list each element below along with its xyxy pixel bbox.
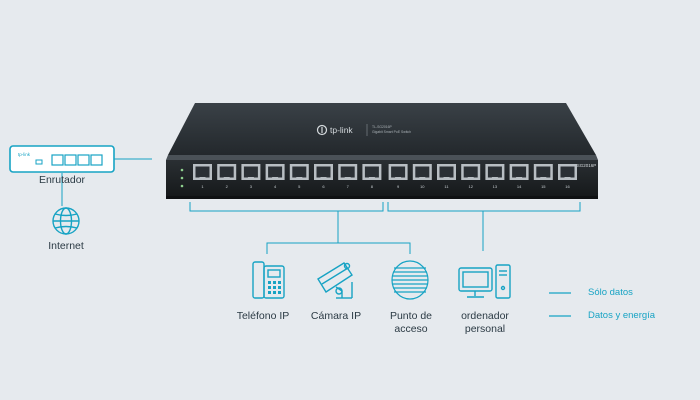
switch-port-1: 1 — [193, 164, 212, 189]
switch-port-number: 3 — [250, 184, 253, 189]
switch-model-line2: Gigabit Smart PoE Switch — [372, 130, 411, 134]
poe-bracket — [387, 202, 581, 212]
router-label: Enrutador — [38, 174, 86, 186]
switch-port-16: 16 — [558, 164, 577, 189]
switch-port-number: 7 — [347, 184, 350, 189]
switch-port-number: 2 — [226, 184, 229, 189]
switch-port-number: 15 — [541, 184, 546, 189]
switch-port-number: 13 — [493, 184, 498, 189]
switch-port-12: 12 — [461, 164, 481, 189]
switch-port-5: 5 — [289, 164, 309, 189]
switch-port-4: 4 — [265, 164, 285, 189]
switch-brand: tp-link — [330, 125, 353, 135]
switch-port-6: 6 — [314, 164, 333, 189]
switch-port-7: 7 — [338, 164, 358, 189]
switch-port-9: 9 — [388, 164, 408, 189]
computer-label: ordenador personal — [445, 310, 525, 336]
access-point-icon — [391, 260, 429, 300]
legend-data-and-power-label: Datos y energía — [588, 310, 656, 321]
ip-phone-icon — [252, 261, 285, 299]
ip-camera-icon — [317, 262, 353, 299]
switch-model-line1: TL-SG2016P — [372, 125, 393, 129]
switch-port-8: 8 — [362, 164, 382, 189]
ip-camera-label: Cámara IP — [310, 310, 362, 322]
switch-port-3: 3 — [241, 164, 261, 189]
switch-port-number: 6 — [322, 184, 325, 189]
access-point-label-line1: Punto de — [389, 310, 433, 322]
switch-port-11: 11 — [437, 164, 456, 189]
switch-port-number: 16 — [565, 184, 570, 189]
switch-port-number: 14 — [517, 184, 522, 189]
data-only-bracket — [189, 202, 384, 212]
switch-port-15: 15 — [533, 164, 553, 189]
tp-link-logo — [316, 124, 328, 136]
computer-label-line1: ordenador — [461, 310, 509, 322]
switch-port-number: 12 — [468, 184, 473, 189]
computer-label-line2: personal — [464, 323, 506, 335]
poe-switch: tp-link TL-SG2016P Gigabit Smart PoE Swi… — [166, 103, 598, 199]
switch-model-front: TL-SG2016P — [570, 163, 596, 168]
switch-port-14: 14 — [509, 164, 529, 189]
internet-label: Internet — [48, 240, 84, 252]
access-point-label: Punto de acceso — [371, 310, 451, 336]
switch-port-number: 8 — [371, 184, 374, 189]
switch-port-number: 4 — [274, 184, 277, 189]
computer-icon — [458, 264, 511, 299]
globe-icon — [52, 207, 80, 235]
switch-port-number: 11 — [444, 184, 449, 189]
switch-port-number: 9 — [397, 184, 400, 189]
switch-port-13: 13 — [485, 164, 505, 189]
router: tp-link — [9, 145, 115, 173]
switch-port-2: 2 — [217, 164, 237, 189]
switch-port-10: 10 — [412, 164, 432, 189]
router-brand: tp-link — [18, 152, 31, 157]
switch-port-number: 1 — [201, 184, 204, 189]
legend-data-only-label: Sólo datos — [588, 287, 633, 298]
switch-port-number: 5 — [298, 184, 301, 189]
switch-port-number: 10 — [420, 184, 425, 189]
access-point-label-line2: acceso — [394, 323, 428, 335]
ip-phone-label: Teléfono IP — [236, 310, 290, 322]
